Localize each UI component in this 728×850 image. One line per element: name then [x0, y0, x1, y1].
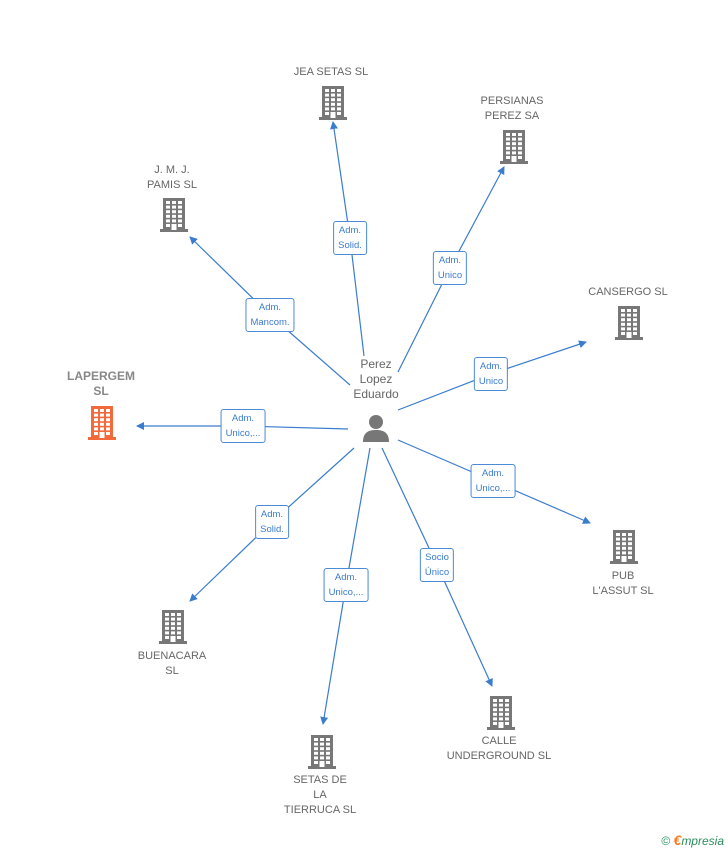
building-icon-lapergem[interactable] — [87, 404, 117, 440]
building-icon-buenacara[interactable] — [158, 608, 188, 644]
company-label-setas[interactable]: SETAS DE LA TIERRUCA SL — [283, 774, 357, 816]
company-label-jea[interactable]: JEA SETAS SL — [293, 66, 369, 78]
relation-box-jmj[interactable]: Adm. Mancom. — [245, 298, 295, 332]
relation-box-jea[interactable]: Adm. Solid. — [333, 221, 367, 255]
empresia-logo-icon: € — [673, 832, 682, 848]
center-person-label[interactable]: Perez Lopez Eduardo — [353, 357, 399, 401]
brand-name: mpresia — [681, 834, 724, 848]
company-label-jmj[interactable]: J. M. J. PAMIS SL — [147, 164, 197, 191]
company-label-pub[interactable]: PUB L'ASSUT SL — [592, 570, 654, 597]
building-icon-setas[interactable] — [307, 733, 337, 769]
relation-box-pub[interactable]: Adm. Unico,... — [470, 464, 516, 498]
relation-box-setas[interactable]: Adm. Unico,... — [323, 568, 369, 602]
building-icon-jea[interactable] — [318, 84, 348, 120]
company-label-cansergo[interactable]: CANSERGO SL — [588, 286, 668, 298]
relation-box-calle[interactable]: Socio Único — [419, 548, 455, 582]
relation-box-lapergem[interactable]: Adm. Unico,... — [220, 409, 266, 443]
relation-box-buenacara[interactable]: Adm. Solid. — [255, 505, 289, 539]
company-label-calle[interactable]: CALLE UNDERGROUND SL — [446, 735, 552, 762]
relation-box-cansergo[interactable]: Adm. Unico — [473, 357, 509, 391]
building-icon-cansergo[interactable] — [614, 304, 644, 340]
company-label-buenacara[interactable]: BUENACARA SL — [137, 650, 207, 677]
company-label-persianas[interactable]: PERSIANAS PEREZ SA — [480, 95, 544, 122]
relation-box-persianas[interactable]: Adm. Unico — [432, 251, 468, 285]
building-icon-pub[interactable] — [609, 528, 639, 564]
copyright-mark: © — [661, 834, 671, 848]
company-label-lapergem[interactable]: LAPERGEM SL — [66, 369, 136, 398]
building-icon-jmj[interactable] — [159, 196, 189, 232]
person-icon[interactable] — [361, 413, 391, 443]
building-icon-persianas[interactable] — [499, 128, 529, 164]
footer-brand: © €mpresia — [661, 832, 724, 848]
building-icon-calle[interactable] — [486, 694, 516, 730]
